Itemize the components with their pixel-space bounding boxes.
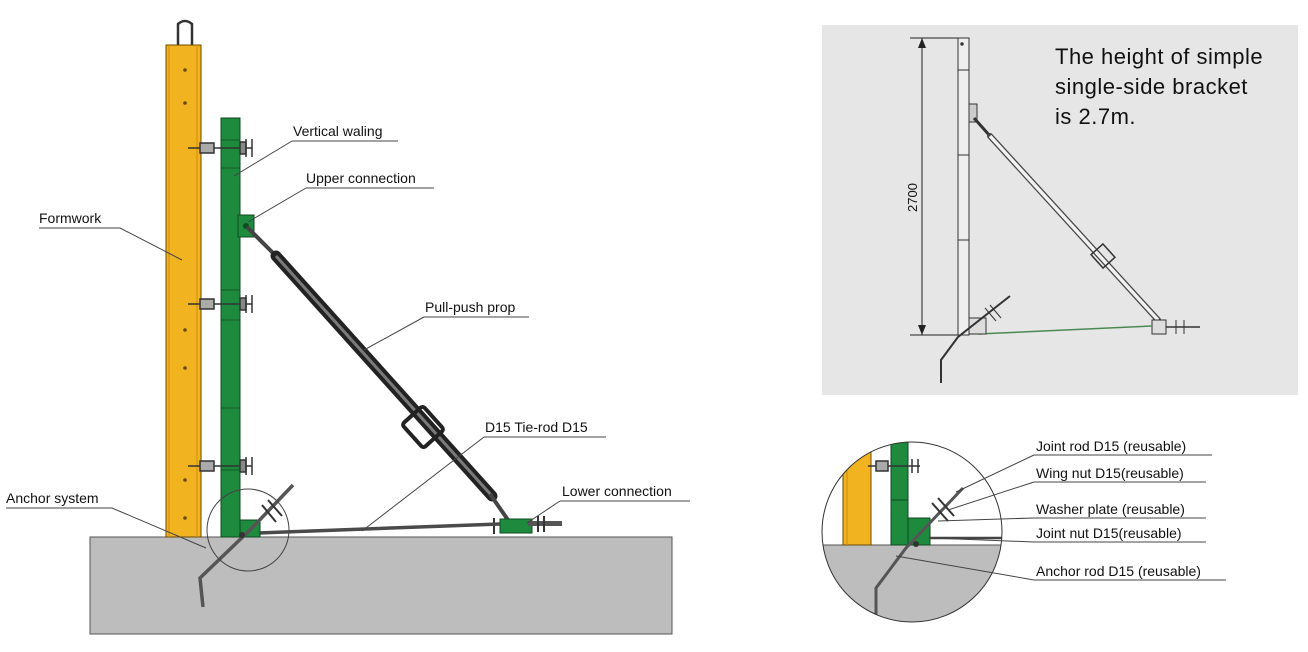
- main-leader-lines: [6, 140, 690, 549]
- label-tie-rod: D15 Tie-rod D15: [485, 419, 588, 435]
- anchor-system: [198, 483, 295, 608]
- lower-connection: [493, 516, 562, 534]
- height-text-line-3: is 2.7m.: [1055, 104, 1136, 129]
- height-text-line-2: single-side bracket: [1055, 74, 1248, 99]
- height-panel: 2700 The height of simple si: [822, 25, 1298, 395]
- label-washer-plate: Washer plate (reusable): [1036, 501, 1185, 517]
- detail-circle-border: [821, 441, 1003, 623]
- main-labels: Formwork Vertical waling Upper connectio…: [6, 123, 672, 506]
- dimension-value: 2700: [905, 183, 920, 212]
- label-joint-nut: Joint nut D15(reusable): [1036, 525, 1182, 541]
- formwork-panel: [165, 19, 202, 538]
- label-wing-nut: Wing nut D15(reusable): [1036, 465, 1184, 481]
- label-lower-connection: Lower connection: [562, 483, 672, 499]
- concrete-slab: [89, 536, 673, 635]
- detail-panel: Joint rod D15 (reusable) Wing nut D15(re…: [821, 438, 1226, 623]
- vertical-waling: [220, 117, 241, 538]
- label-joint-rod: Joint rod D15 (reusable): [1036, 438, 1186, 454]
- label-anchor-system: Anchor system: [6, 490, 99, 506]
- label-vertical-waling: Vertical waling: [293, 123, 383, 139]
- tie-rod: [257, 522, 501, 535]
- height-text-line-1: The height of simple: [1055, 44, 1263, 69]
- height-text: The height of simple single-side bracket…: [1055, 44, 1263, 129]
- pull-push-prop: [245, 225, 510, 522]
- label-upper-connection: Upper connection: [306, 170, 416, 186]
- main-diagram: Formwork Vertical waling Upper connectio…: [6, 19, 690, 635]
- detail-callout-circle: [206, 488, 290, 572]
- detail-leader-lines: [895, 454, 1226, 581]
- label-anchor-rod: Anchor rod D15 (reusable): [1036, 563, 1201, 579]
- label-pull-push-prop: Pull-push prop: [425, 299, 515, 315]
- detail-labels: Joint rod D15 (reusable) Wing nut D15(re…: [1036, 438, 1201, 579]
- dimension-line: [910, 37, 962, 336]
- bracket-outline: [940, 37, 1200, 383]
- waling-clamps: [188, 139, 253, 475]
- label-formwork: Formwork: [39, 210, 102, 226]
